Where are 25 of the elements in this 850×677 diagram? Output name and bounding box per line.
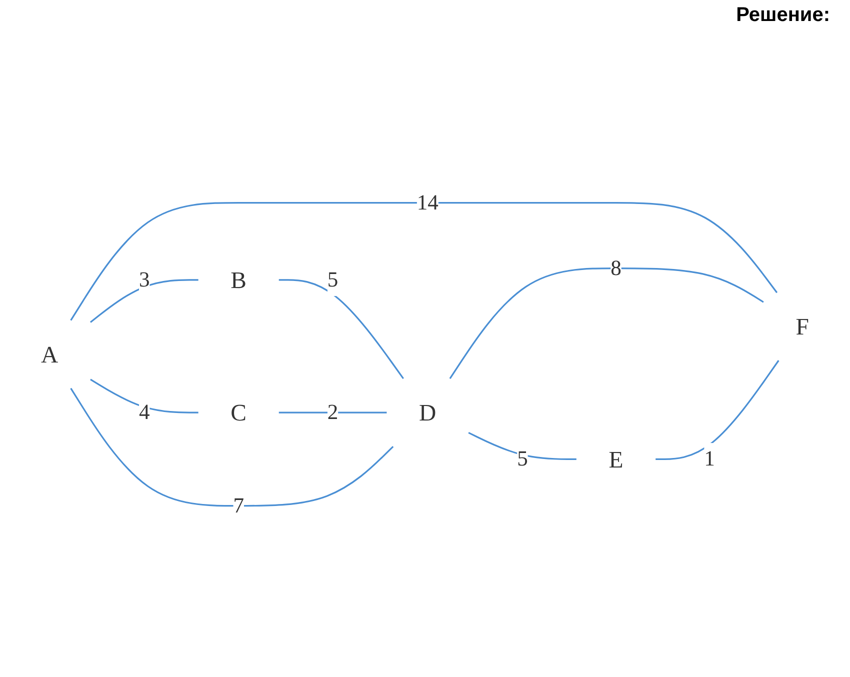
connector — [70, 388, 394, 506]
node-text: E — [608, 445, 624, 472]
connector — [278, 411, 387, 414]
node-text: F — [796, 312, 810, 340]
edge-label: 7 — [233, 494, 244, 518]
edge-label: 5 — [327, 268, 338, 292]
connector — [656, 360, 780, 460]
edge-label: 2 — [327, 400, 338, 424]
node-text: D — [419, 398, 436, 426]
title: Решение: — [736, 4, 830, 27]
node-text: C — [230, 398, 247, 426]
connector — [449, 267, 764, 379]
edge-label: 5 — [517, 447, 528, 471]
connector — [70, 202, 778, 320]
connector — [278, 278, 404, 379]
connector — [90, 378, 198, 414]
edge-label: 8 — [610, 256, 622, 280]
edge-label: 14 — [416, 190, 438, 214]
node-text: A — [40, 340, 58, 368]
connector — [90, 278, 198, 323]
edge-label: 3 — [139, 268, 150, 292]
connector — [468, 432, 576, 460]
edge-label: 1 — [704, 447, 715, 471]
edge-label: 4 — [139, 400, 150, 424]
node-text: B — [230, 266, 247, 294]
